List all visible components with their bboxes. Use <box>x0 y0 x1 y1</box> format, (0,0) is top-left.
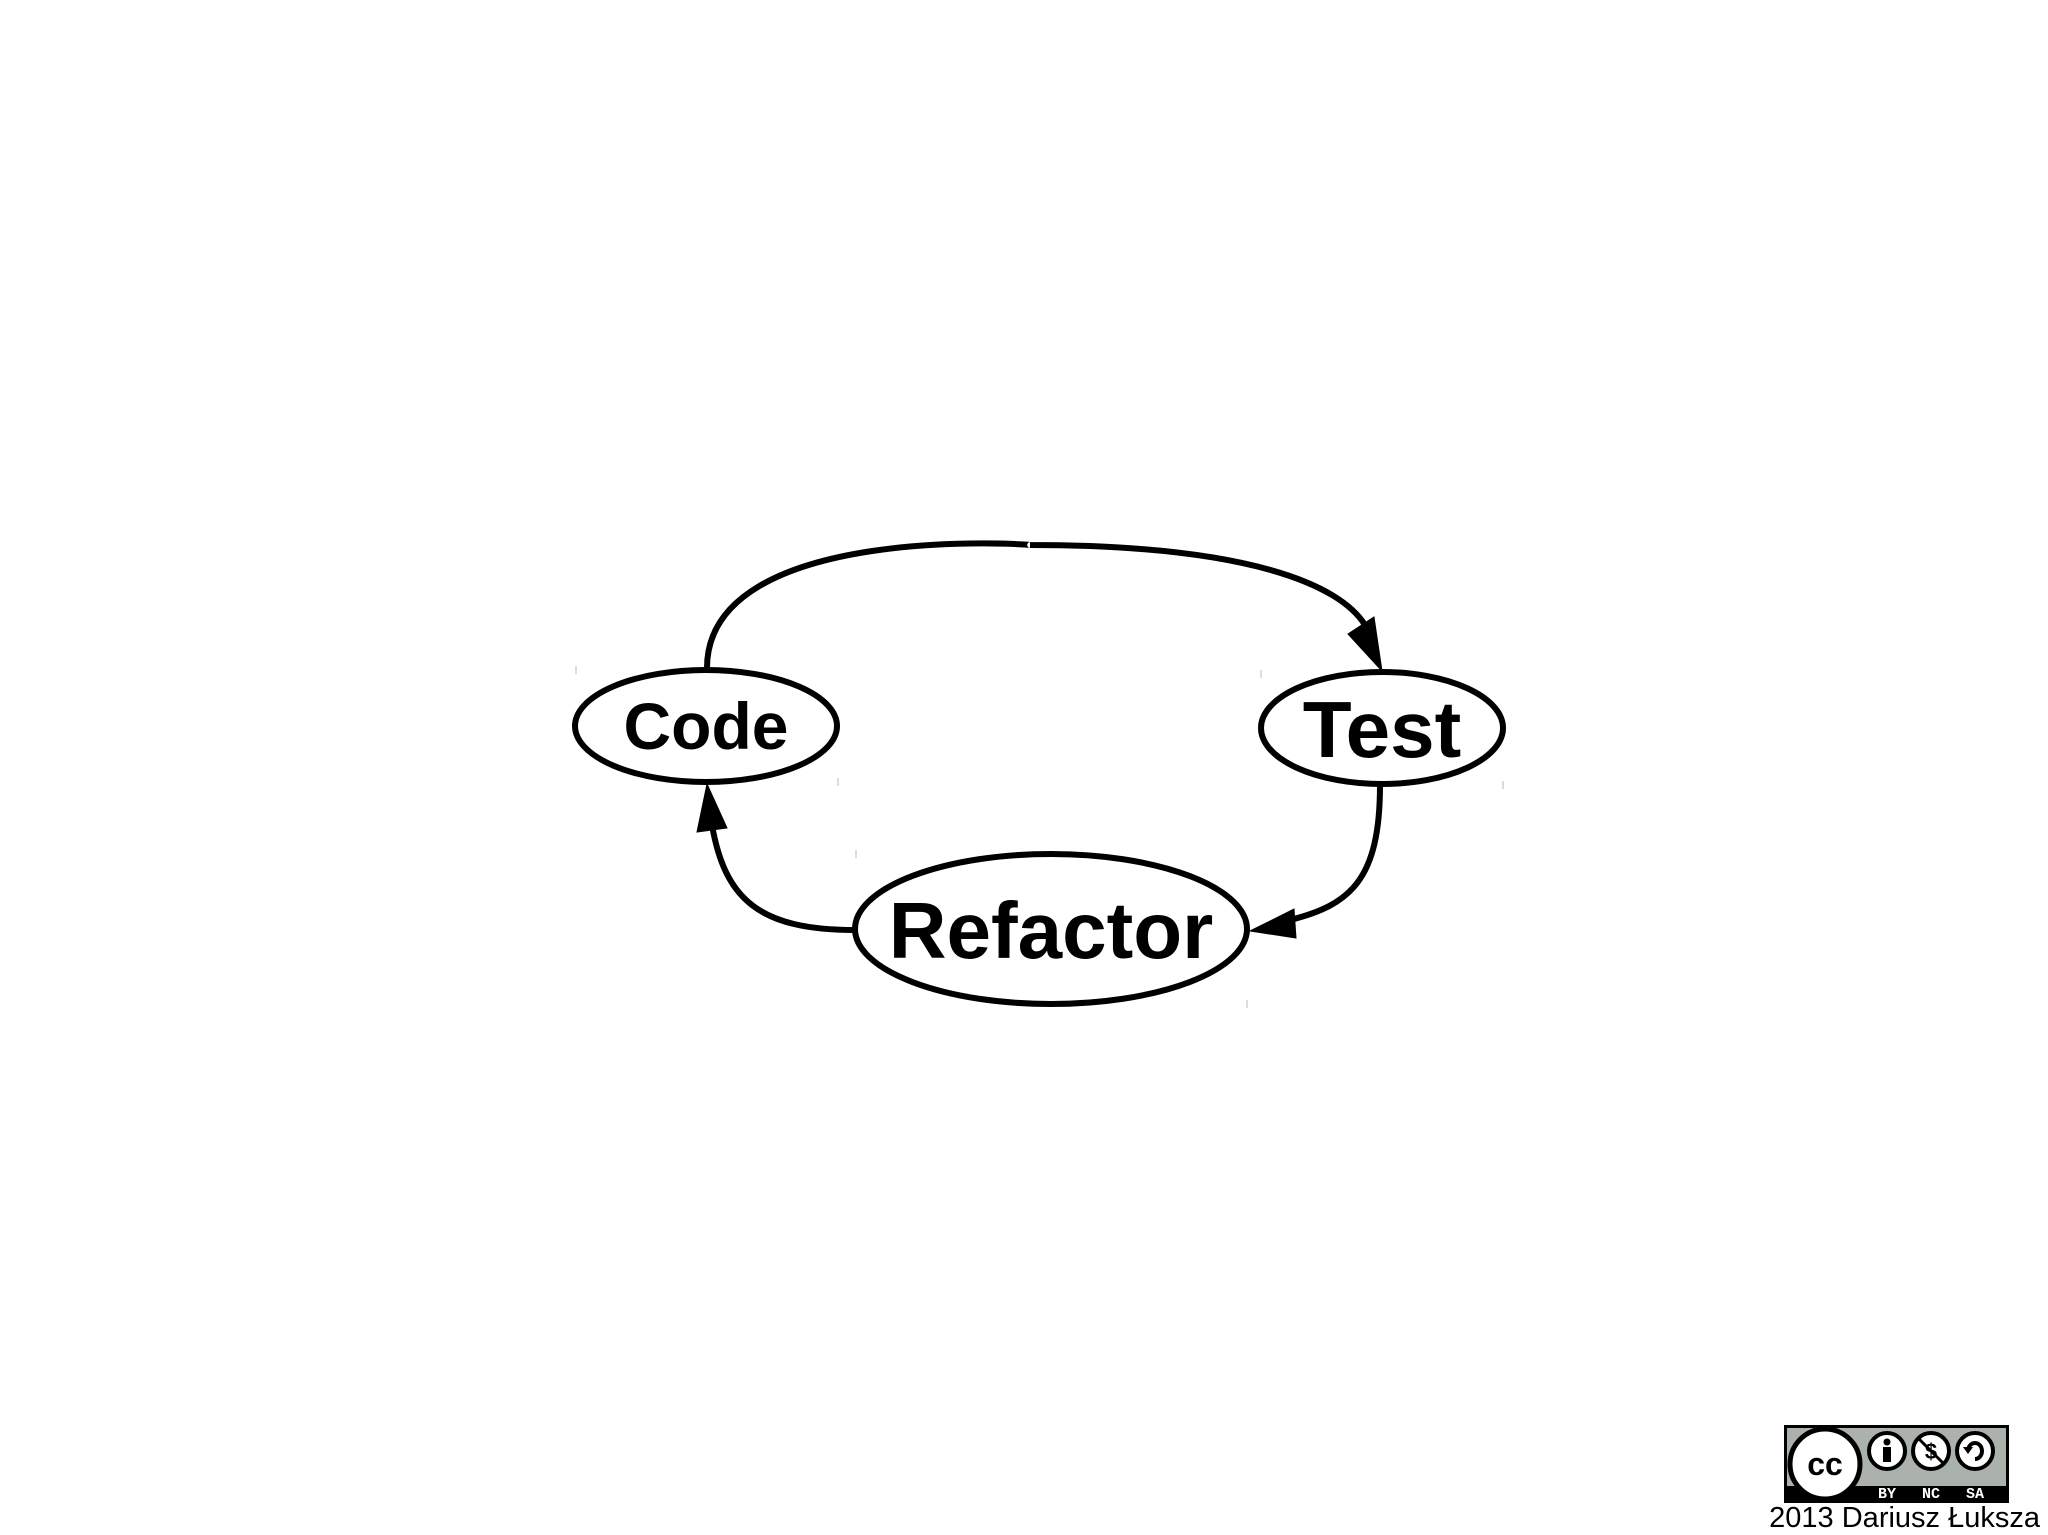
node-test: Test <box>1258 669 1506 787</box>
arrowhead-icon <box>696 782 728 833</box>
edge-code-to-test <box>704 540 1383 673</box>
sa-label: SA <box>1966 1486 1984 1503</box>
attribution-icon <box>1867 1431 1907 1471</box>
node-refactor: Refactor <box>852 851 1250 1007</box>
edge-refactor-to-code <box>696 782 856 933</box>
cc-text: cc <box>1807 1446 1843 1482</box>
node-code-label: Code <box>624 689 789 763</box>
arrowhead-icon <box>1248 908 1297 939</box>
nc-label: NC <box>1922 1486 1940 1503</box>
node-code: Code <box>572 667 840 785</box>
by-label: BY <box>1878 1486 1896 1503</box>
share-alike-icon <box>1955 1431 1995 1471</box>
edge-test-to-refactor <box>1248 784 1383 939</box>
copyright-text: 2013 Dariusz Łuksza <box>1769 1502 2040 1534</box>
node-refactor-label: Refactor <box>889 886 1214 975</box>
selection-ticks <box>575 666 1504 1008</box>
creative-commons-by-nc-sa-icon: cc $ BY NC SA <box>1784 1425 2009 1503</box>
noncommercial-icon: $ <box>1911 1431 1951 1471</box>
arrowhead-icon <box>1347 616 1383 673</box>
node-test-label: Test <box>1303 685 1462 774</box>
